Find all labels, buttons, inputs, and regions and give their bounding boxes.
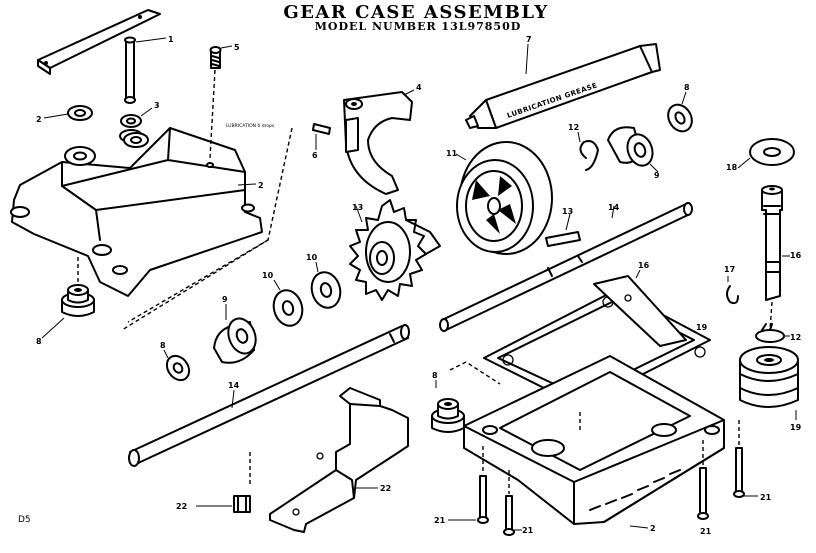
lower-shaft: [128, 324, 410, 467]
callout-23: 22: [176, 502, 187, 511]
callout-13b: 13: [352, 203, 363, 212]
washers-10: [272, 261, 342, 327]
callout-14a: 14: [608, 203, 620, 212]
callout-13a: 13: [562, 207, 573, 216]
diagram-title: GEAR CASE ASSEMBLY: [283, 2, 549, 23]
washer-right-top: [667, 91, 693, 133]
key-13: [545, 213, 581, 247]
callout-17: 17: [724, 265, 735, 274]
callout-8b: 8: [36, 337, 42, 346]
bevel-gear: [455, 141, 553, 255]
bolt-far-right: [733, 447, 758, 498]
callout-4: 4: [416, 83, 422, 92]
page-code: D5: [18, 515, 31, 525]
callout-8a: 8: [684, 83, 690, 92]
callout-9a: 9: [654, 171, 660, 180]
vertical-shaft: [761, 185, 790, 301]
bolt-right: [697, 467, 709, 520]
pulley: [739, 346, 799, 420]
callout-21a: 21: [434, 516, 446, 525]
callout-9b: 9: [222, 295, 228, 304]
spur-gear: [349, 199, 441, 301]
callout-21b: 21: [522, 526, 534, 535]
washer-18: [737, 138, 795, 169]
screw-23: [196, 495, 251, 513]
callout-10b: 10: [262, 271, 274, 280]
bushing-center: [431, 380, 465, 433]
callout-5: 5: [234, 43, 240, 52]
retaining-ring-12: [577, 131, 599, 171]
washer-12-right: [755, 323, 790, 343]
callout-19b: 19: [790, 423, 802, 432]
callout-3: 3: [154, 101, 160, 110]
upper-gear-case: [10, 127, 263, 297]
callout-12b: 12: [790, 333, 801, 342]
callout-22: 22: [380, 484, 391, 493]
callout-1: 1: [168, 35, 174, 44]
callout-6: 6: [312, 151, 318, 160]
callout-16b: 16: [638, 261, 650, 270]
callout-7: 7: [526, 35, 532, 44]
callout-8d: 8: [432, 371, 438, 380]
callout-18a: 18: [726, 163, 738, 172]
bolt-left: [448, 475, 489, 524]
shift-fork: [343, 89, 415, 195]
grease-tube: LUBRICATION GREASE: [465, 43, 661, 129]
pin-6: [312, 123, 331, 150]
callout-21c: 21: [700, 527, 712, 536]
lubrication-note: LUBRICATION 6 drops: [226, 123, 275, 129]
callout-2b: 2: [258, 181, 264, 190]
mounting-bracket: [269, 387, 409, 533]
model-number: MODEL NUMBER 13L97850D: [314, 20, 522, 33]
callout-10a: 10: [306, 253, 318, 262]
callout-16a: 16: [790, 251, 802, 260]
callout-2a: 2: [36, 115, 42, 124]
callout-2c: 2: [650, 524, 656, 533]
bolt-center: [503, 495, 522, 536]
callout-14b: 14: [228, 381, 240, 390]
callout-21d: 21: [760, 493, 772, 502]
collar-9: [607, 126, 659, 173]
retaining-ring-17: [726, 276, 739, 305]
lower-gear-case: [463, 355, 725, 529]
shift-lever: [37, 9, 167, 104]
bushing-left: [41, 254, 95, 339]
callout-12: 12: [568, 123, 579, 132]
callout-19a: 19: [696, 323, 708, 332]
callout-8c: 8: [160, 341, 166, 350]
upper-shaft: [439, 202, 693, 332]
collar-left: [213, 304, 257, 364]
callout-11: 11: [446, 149, 458, 158]
screw-top: [209, 45, 233, 159]
washer-left: [163, 349, 191, 382]
bracket-plate: [593, 269, 687, 347]
